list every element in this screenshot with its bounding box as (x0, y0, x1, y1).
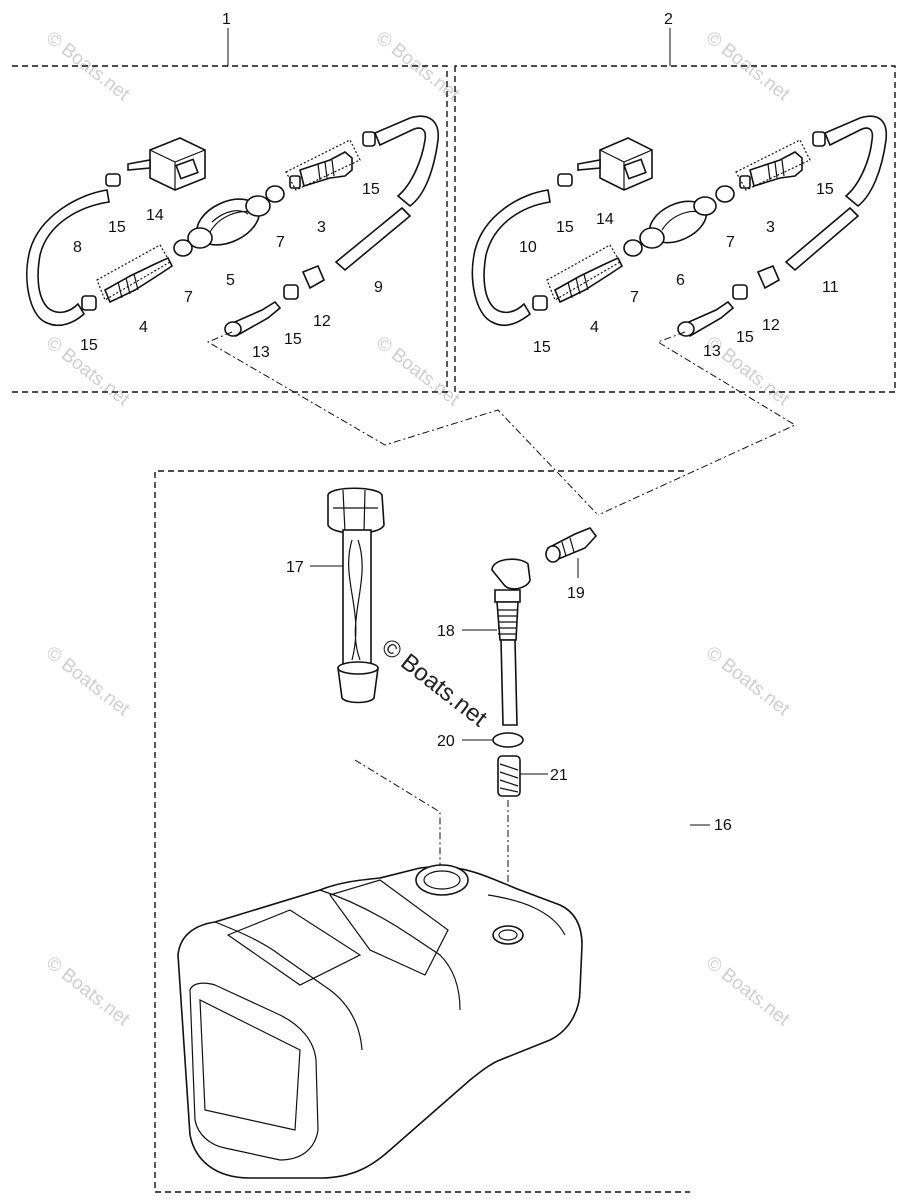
callout-15: 15 (533, 339, 551, 356)
callout-10: 10 (519, 239, 537, 256)
hose-clip (81, 295, 97, 311)
callout-7: 7 (276, 234, 285, 251)
callout-7: 7 (630, 289, 639, 306)
callout-15: 15 (816, 181, 834, 198)
watermark: © Boats.net (42, 642, 134, 720)
seal-12 (756, 264, 781, 290)
hose-clip (362, 131, 376, 147)
fuel-gauge-17 (327, 487, 385, 704)
fuel-hose-11 (823, 115, 888, 208)
callout-13: 13 (252, 344, 270, 361)
connection-lines (206, 331, 797, 516)
watermark: © Boats.net (42, 952, 134, 1030)
callout-3: 3 (317, 219, 326, 236)
callout-7: 7 (184, 289, 193, 306)
pickup-port (492, 925, 524, 945)
callout-4: 4 (139, 319, 148, 336)
callout-17: 17 (286, 559, 304, 576)
fuel-tank-16 (177, 865, 583, 1179)
hose-kit-left (26, 115, 439, 338)
callout-21: 21 (550, 767, 568, 784)
callout-12: 12 (313, 313, 331, 330)
fuel-tank-assembly (177, 487, 598, 1179)
o-ring-20 (492, 732, 524, 748)
watermark-center: © Boats.net (376, 633, 492, 732)
seal-12 (301, 264, 326, 290)
callout-20: 20 (437, 733, 455, 750)
callout-14: 14 (146, 207, 164, 224)
fuel-hose-10 (471, 189, 551, 327)
hose-clip (283, 284, 299, 300)
hose-kit-right (471, 115, 888, 338)
callout-18: 18 (437, 623, 455, 640)
washer-7 (173, 239, 193, 257)
fuel-hose-9 (373, 115, 439, 208)
callout-15: 15 (108, 219, 126, 236)
leader-lines (310, 558, 710, 826)
hose-clip (105, 173, 121, 187)
callout-4: 4 (590, 319, 599, 336)
callout-13: 13 (703, 343, 721, 360)
callout-9: 9 (374, 279, 383, 296)
callout-1: 1 (222, 11, 231, 28)
callout-12: 12 (762, 317, 780, 334)
kit-box-2 (454, 65, 896, 393)
watermark: © Boats.net (702, 642, 794, 720)
callout-19: 19 (567, 585, 585, 602)
filler-neck (415, 864, 469, 896)
union-fitting-19 (545, 527, 598, 563)
callout-15: 15 (736, 329, 754, 346)
washer-7 (265, 185, 285, 203)
watermark: © Boats.net (372, 332, 464, 410)
callout-11: 11 (822, 279, 839, 296)
callout-2: 2 (664, 11, 673, 28)
callout-6: 6 (676, 272, 685, 289)
kit-box-16 (154, 470, 690, 1193)
fuel-hose-9-lower (334, 206, 412, 272)
callout-15: 15 (556, 219, 574, 236)
callout-8: 8 (73, 239, 82, 256)
fuel-pickup-18 (491, 558, 531, 726)
kit-boxes (12, 28, 896, 1193)
callout-14: 14 (596, 211, 614, 228)
callout-3: 3 (766, 219, 775, 236)
watermark: © Boats.net (702, 952, 794, 1030)
callout-16: 16 (714, 817, 732, 834)
fuel-hose-11-lower (784, 206, 860, 272)
callout-15: 15 (362, 181, 380, 198)
callout-15: 15 (80, 337, 98, 354)
callout-5: 5 (226, 272, 235, 289)
callout-labels: 1 2 3 4 5 7 7 8 9 12 13 14 15 15 15 15 3… (73, 11, 839, 834)
tank-connector-14 (149, 137, 206, 191)
filter-21 (497, 755, 521, 797)
hose-fitting-13 (680, 300, 735, 338)
fuel-hose-8 (26, 189, 110, 327)
callout-7: 7 (726, 234, 735, 251)
callout-15: 15 (284, 331, 302, 348)
